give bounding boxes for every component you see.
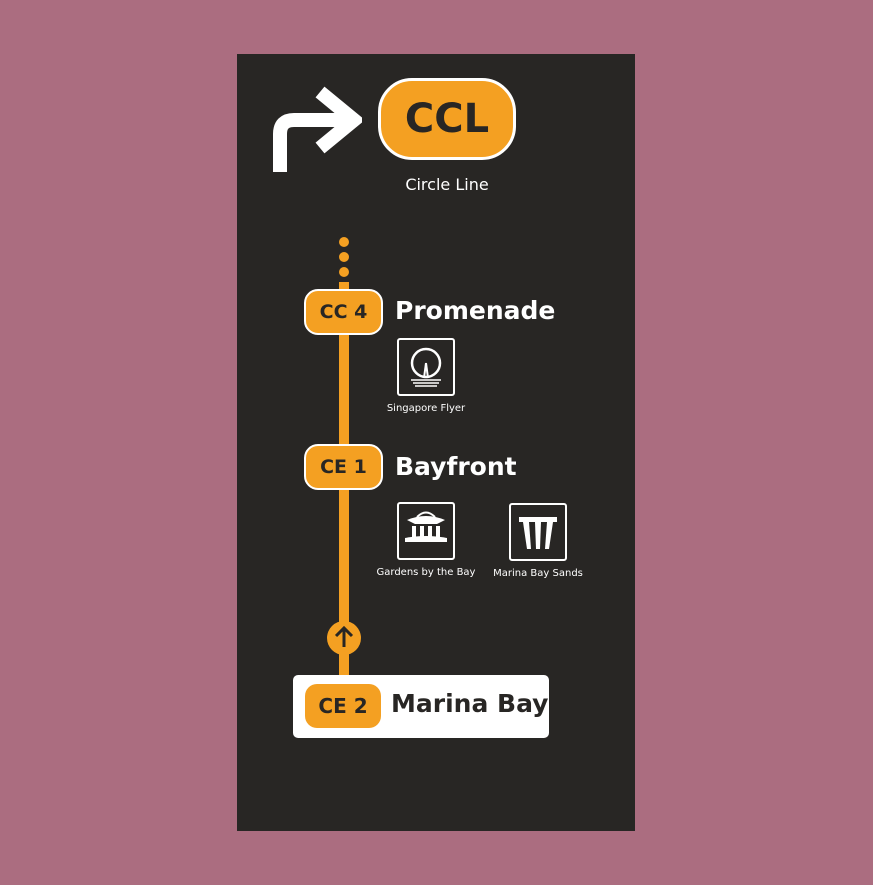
current-station-card: CE 2 Marina Bay — [293, 675, 549, 738]
gardens-by-the-bay-icon — [397, 502, 455, 560]
singapore-flyer-icon — [397, 338, 455, 396]
current-station-code-badge: CE 2 — [305, 684, 381, 728]
line-name: Circle Line — [405, 175, 489, 194]
turn-right-arrow-icon — [273, 86, 362, 172]
track-continuation-dot — [339, 267, 349, 277]
station-name: Bayfront — [395, 452, 517, 481]
station-code-badge: CE 1 — [304, 444, 383, 490]
station-code-badge: CC 4 — [304, 289, 383, 335]
track-continuation-dot — [339, 237, 349, 247]
marina-bay-sands-icon — [509, 503, 567, 561]
station-name: Promenade — [395, 296, 556, 325]
current-station-name: Marina Bay — [391, 689, 549, 718]
landmark-label: Singapore Flyer — [386, 403, 466, 414]
station-code: CE 1 — [320, 456, 367, 478]
line-code: CCL — [404, 96, 490, 142]
track-continuation-dot — [339, 252, 349, 262]
line-code-badge: CCL — [378, 78, 516, 160]
current-station-code: CE 2 — [318, 694, 368, 718]
landmark-label: Marina Bay Sands — [493, 568, 583, 579]
landmark-label: Gardens by the Bay — [376, 567, 476, 578]
up-arrow-icon — [327, 621, 361, 655]
station-code: CC 4 — [319, 301, 368, 323]
